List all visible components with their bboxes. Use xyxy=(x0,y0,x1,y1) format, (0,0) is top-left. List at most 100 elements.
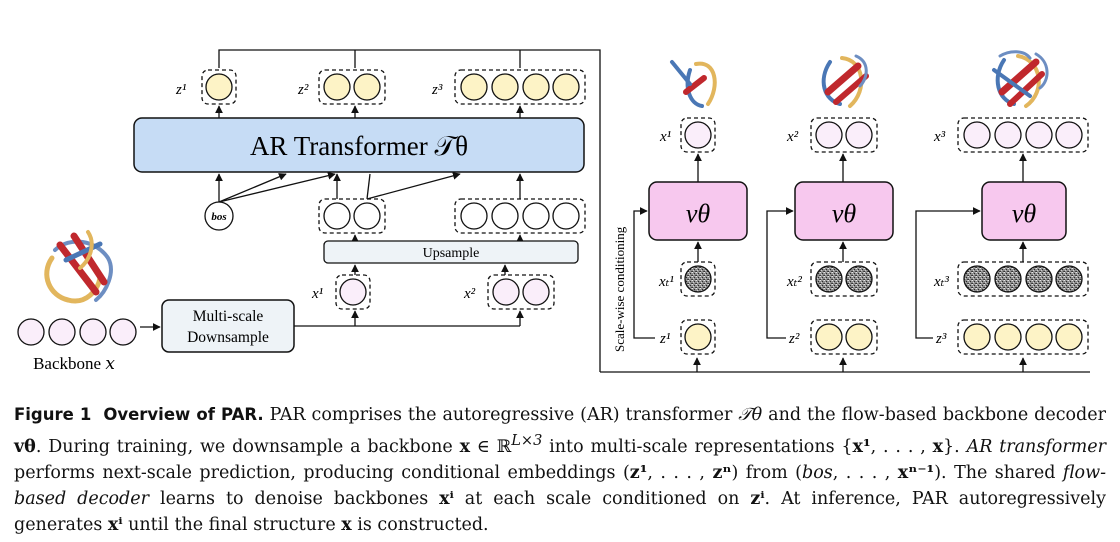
z-token xyxy=(353,73,381,101)
decoder-label-1: vθ xyxy=(686,199,711,228)
upsampled-x1-group xyxy=(318,198,386,234)
x1-group-left xyxy=(335,274,371,310)
x1-label: x¹ xyxy=(659,129,672,145)
x-token xyxy=(1055,121,1083,149)
x2-output-group xyxy=(810,117,878,153)
caption-math: L×3 xyxy=(511,432,543,449)
decoder-label-3: vθ xyxy=(1012,199,1037,228)
figure-caption: Figure 1 Overview of PAR. PAR comprises … xyxy=(14,402,1106,538)
caption-math: x¹ xyxy=(852,436,871,457)
decoder-scale-2: x² vθ xₜ² z² xyxy=(766,54,894,355)
z-token xyxy=(845,323,873,351)
caption-math: vθ xyxy=(14,436,36,457)
backbone-token xyxy=(79,318,107,346)
z-token xyxy=(460,73,488,101)
z-token xyxy=(815,323,843,351)
caption-math: ∈ ℝ xyxy=(470,436,512,457)
x-token xyxy=(552,202,580,230)
z1-cond-group xyxy=(680,319,716,355)
z-token xyxy=(684,323,712,351)
x2-group-left xyxy=(487,274,555,310)
xt1-noisy-group xyxy=(680,261,716,297)
x-token xyxy=(845,121,873,149)
x-token xyxy=(491,202,519,230)
caption-text: at each scale conditioned on xyxy=(453,488,751,509)
caption-text: ). xyxy=(934,462,947,483)
z-token xyxy=(994,323,1022,351)
z3-cond-label: z³ xyxy=(935,331,947,347)
x3-output-group xyxy=(957,117,1089,153)
caption-text: ) from ( xyxy=(731,462,803,483)
caption-text: , . . . , xyxy=(647,462,713,483)
z1-group xyxy=(201,69,237,105)
caption-math: zⁱ xyxy=(750,488,765,509)
x1-label-left: x¹ xyxy=(311,286,324,302)
z3-cond-group xyxy=(957,319,1089,355)
x-token xyxy=(963,121,991,149)
caption-text: PAR comprises the autoregressive (AR) tr… xyxy=(269,405,739,425)
z-token xyxy=(491,73,519,101)
xt3-label: xₜ³ xyxy=(933,274,949,290)
caption-math: xⁱ xyxy=(439,488,454,509)
downsample-label-1: Multi-scale xyxy=(193,308,264,325)
ar-transformer-block xyxy=(133,117,585,173)
backbone-label: Backbone 𝑥 xyxy=(33,354,115,373)
decoder-panel: Scale-wise conditioning x¹ vθ xₜ¹ z¹ xyxy=(612,50,1089,355)
x-token xyxy=(994,121,1022,149)
z-token xyxy=(963,323,991,351)
decoder-scale-3: x³ vθ xₜ³ z³ xyxy=(915,50,1089,355)
noise-token xyxy=(1055,265,1083,293)
decoder-scale-1: x¹ vθ xₜ¹ z¹ xyxy=(633,60,748,355)
caption-math: xⁱ xyxy=(107,514,123,535)
caption-math: z¹ xyxy=(629,462,648,483)
xt3-noisy-group xyxy=(957,261,1089,297)
protein-structure-illustration xyxy=(44,230,113,304)
xt2-label: xₜ² xyxy=(786,274,802,290)
x-token xyxy=(522,202,550,230)
xt2-noisy-group xyxy=(810,261,878,297)
bos-label: bos xyxy=(211,211,226,223)
z3-label: z³ xyxy=(431,82,443,98)
noise-token xyxy=(963,265,991,293)
backbone-token xyxy=(48,318,76,346)
caption-text: until the final structure xyxy=(122,514,342,535)
z3-group xyxy=(454,69,586,105)
caption-text: learns to denoise backbones xyxy=(148,488,440,509)
noise-token xyxy=(815,265,843,293)
figure-label: Figure 1 xyxy=(14,405,92,424)
backbone-token xyxy=(17,318,45,346)
x-token xyxy=(353,202,381,230)
z-token xyxy=(205,73,233,101)
downsample-block xyxy=(161,299,295,353)
z2-group xyxy=(318,69,386,105)
caption-emph: flow-based decoder xyxy=(14,462,1106,509)
z-token xyxy=(552,73,580,101)
z2-cond-group xyxy=(810,319,878,355)
caption-math: x xyxy=(459,436,471,457)
caption-text: and the flow-based backbone decoder xyxy=(762,405,1106,425)
backbone-token xyxy=(109,318,137,346)
caption-text: into multi-scale representations { xyxy=(542,436,853,457)
noise-token xyxy=(845,265,873,293)
z-token xyxy=(1025,323,1053,351)
par-overview-diagram: z¹ z² z³ AR Transformer 𝒯θ bos xyxy=(17,49,1090,373)
caption-math: xⁿ⁻¹ xyxy=(897,462,935,483)
ar-panel: z¹ z² z³ AR Transformer 𝒯θ bos xyxy=(17,49,1090,373)
z-token xyxy=(522,73,550,101)
x-token xyxy=(684,121,712,149)
flow-decoder-block-1 xyxy=(648,181,748,241)
x-token xyxy=(1025,121,1053,149)
x3-label: x³ xyxy=(933,129,946,145)
x-token xyxy=(323,202,351,230)
z2-cond-label: z² xyxy=(788,331,800,347)
upsample-label: Upsample xyxy=(423,246,480,261)
flow-decoder-block-3 xyxy=(981,181,1067,241)
z1-cond-label: z¹ xyxy=(659,331,671,347)
protein-scale-2-illustration xyxy=(821,54,869,108)
caption-text: The shared xyxy=(954,462,1063,483)
caption-emph: AR transformer xyxy=(966,436,1106,457)
x2-label: x² xyxy=(786,129,799,145)
scale-wise-conditioning-label: Scale-wise conditioning xyxy=(612,226,627,352)
x-token xyxy=(339,278,367,306)
caption-math: bos xyxy=(802,462,833,483)
